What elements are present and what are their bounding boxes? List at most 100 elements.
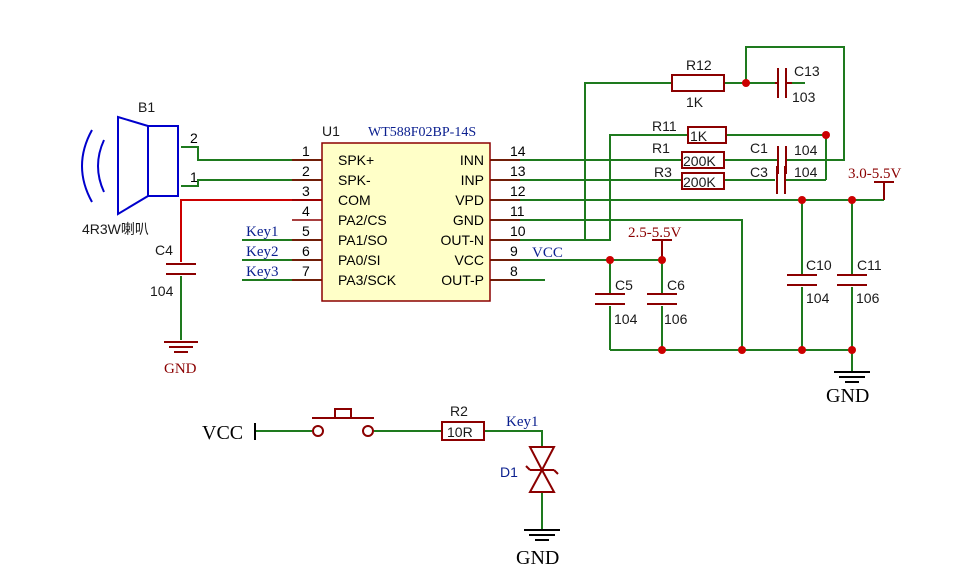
netlabel-vcc: VCC (532, 245, 563, 261)
resistor-r3: 200K R3 (654, 164, 725, 190)
wire-gnd11 (490, 219, 743, 350)
junction (658, 256, 666, 264)
r11-ref: R11 (652, 118, 677, 134)
c13-value: 103 (792, 89, 816, 105)
junction (848, 346, 856, 354)
vcc-switch-label: VCC (202, 422, 243, 444)
pin-num: 5 (302, 223, 310, 239)
c1-value: 104 (794, 142, 818, 158)
resistor-r12: R12 1K (671, 57, 725, 110)
pin-name: COM (338, 192, 371, 208)
pin-num: 6 (302, 243, 310, 259)
c3-ref: C3 (750, 164, 768, 180)
pin-name: SPK- (338, 172, 371, 188)
r1-ref: R1 (652, 140, 670, 156)
junction (606, 256, 614, 264)
diode-triangle-bot (528, 467, 556, 493)
netlabel-key1: Key1 (246, 224, 279, 240)
pin-num: 9 (510, 243, 518, 259)
gnd-label-c4: GND (164, 361, 197, 377)
pin-num: 7 (302, 263, 310, 279)
gnd-symbol-c4 (164, 341, 198, 353)
c1-ref: C1 (750, 140, 768, 156)
netlabel-key2: Key2 (246, 244, 279, 260)
junction (658, 346, 666, 354)
c4-value: 104 (150, 283, 174, 299)
gnd-label-right: GND (826, 385, 869, 407)
speaker-b1 (81, 115, 179, 216)
r12-ref: R12 (686, 57, 712, 73)
speaker-cone (117, 115, 149, 216)
speaker-wave-outer (81, 129, 93, 203)
pin-num: 12 (510, 183, 526, 199)
c13-ref: C13 (794, 63, 820, 79)
ic-body (321, 142, 491, 302)
junction (798, 346, 806, 354)
pin-num: 2 (302, 163, 310, 179)
c5-ref: C5 (615, 277, 633, 293)
ic-ref: U1 (322, 123, 340, 139)
pin-name: VPD (455, 192, 484, 208)
wire-spk-plus (181, 146, 322, 161)
wire-r2-d1 (484, 430, 543, 447)
pin-name: INP (461, 172, 484, 188)
r3-value: 200K (683, 174, 716, 190)
capacitor-c3 (776, 166, 786, 194)
r2-value: 10R (447, 424, 473, 440)
capacitor-c11 (837, 274, 867, 286)
wire-com (180, 199, 322, 262)
junction (848, 196, 856, 204)
wire-outn (490, 134, 688, 241)
ic-part: WT588F02BP-14S (368, 125, 476, 140)
c6-ref: C6 (667, 277, 685, 293)
pin-num: 1 (302, 143, 310, 159)
speaker-ref: B1 (138, 99, 155, 115)
resistor-r1: 200K R1 (652, 140, 725, 169)
pin-num: 14 (510, 143, 526, 159)
c10-value: 104 (806, 290, 830, 306)
pin-name: VCC (454, 252, 484, 268)
r11-value: 1K (690, 128, 708, 144)
junction (742, 79, 750, 87)
capacitor-c5 (595, 293, 625, 305)
pin-name: PA2/CS (338, 212, 387, 228)
diode-bar-tick-r (553, 469, 559, 475)
netlabel-key3: Key3 (246, 264, 279, 280)
wire-spk-minus (181, 179, 322, 187)
r1-value: 200K (683, 153, 716, 169)
gnd-symbol-d1 (524, 529, 560, 541)
speaker-pin2: 2 (190, 130, 198, 146)
wire-fb-loop (745, 46, 845, 161)
diode-bar-tick-l (525, 465, 531, 471)
pin-num: 13 (510, 163, 526, 179)
pin-name: INN (460, 152, 484, 168)
wire-outn-r12 (584, 82, 672, 240)
resistor-r11: 1K R11 (652, 118, 727, 144)
capacitor-c4 (166, 263, 196, 275)
c5-value: 104 (614, 311, 638, 327)
pin-name: PA0/SI (338, 252, 381, 268)
pin-name: PA3/SCK (338, 272, 397, 288)
gnd-symbol-right (834, 371, 870, 383)
pin-name: SPK+ (338, 152, 374, 168)
speaker-pin1: 1 (190, 169, 198, 185)
switch-contact-right (362, 425, 374, 437)
pin-num: 8 (510, 263, 518, 279)
d1-ref: D1 (500, 464, 518, 480)
junction (738, 346, 746, 354)
power-3v0: 3.0-5.5V (848, 166, 901, 182)
speaker-wave-inner (97, 139, 105, 193)
pin-name: OUT-N (440, 232, 484, 248)
pin-num: 10 (510, 223, 526, 239)
r2-ref: R2 (450, 403, 468, 419)
capacitor-c13 (775, 68, 792, 98)
switch-contact-left (312, 425, 324, 437)
pin-name: GND (453, 212, 484, 228)
c6-value: 106 (664, 311, 688, 327)
pin-name: PA1/SO (338, 232, 388, 248)
r12-value: 1K (686, 94, 704, 110)
c3-value: 104 (794, 164, 818, 180)
switch-knob (334, 408, 352, 419)
